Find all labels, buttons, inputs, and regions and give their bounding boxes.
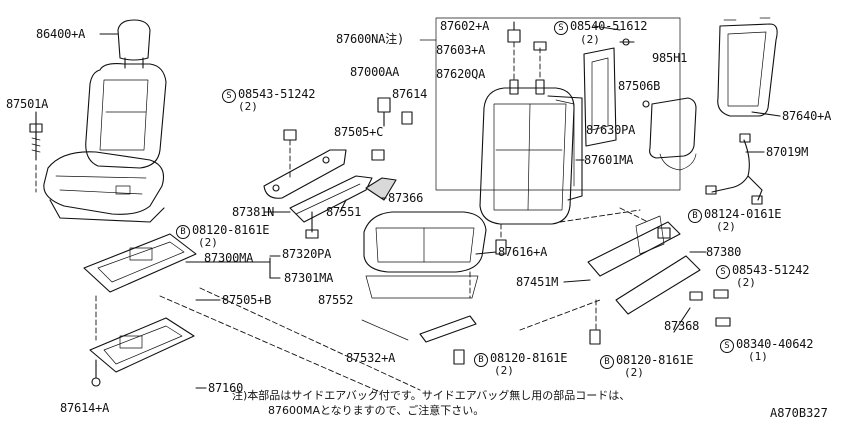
qty-08543a: (2) — [238, 100, 258, 113]
label-87019m: 87019M — [766, 145, 809, 159]
seat-slide-right-illustration — [587, 215, 703, 315]
label-08120a: 08120-8161E — [192, 223, 270, 237]
label-87505b: 87505+B — [222, 293, 272, 307]
footnote-line-2: 87600MAとなりますので、ご注意下さい。 — [268, 404, 485, 417]
b-marker-08120b: B — [474, 353, 488, 367]
label-87551: 87551 — [326, 205, 362, 219]
cover-87366-icon — [365, 177, 397, 201]
s-marker-08540: S — [554, 21, 568, 35]
footnote-line-1: 注)本部品はサイドエアバッグ付です。サイドエアバッグ無し用の部品コードは、 — [232, 389, 631, 402]
label-08543b: 08543-51242 — [732, 263, 810, 277]
assembly-dashed-lines — [95, 207, 649, 393]
back-panel-illustration — [717, 17, 778, 117]
label-87160: 87160 — [208, 381, 244, 395]
qty-08120a: (2) — [198, 236, 218, 249]
label-87614: 87614 — [392, 87, 428, 101]
diagram-code: A870B327 — [770, 406, 828, 420]
label-86400a: 86400+A — [36, 27, 86, 41]
label-87301ma: 87301MA — [284, 271, 334, 285]
label-87366: 87366 — [388, 191, 424, 205]
recliner-bracket-illustration — [263, 129, 385, 239]
screw-08543b-icon — [713, 289, 729, 299]
label-87320pa: 87320PA — [282, 247, 332, 261]
label-08120b: 08120-8161E — [490, 351, 568, 365]
s-marker-08543a: S — [222, 89, 236, 103]
label-87640a: 87640+A — [782, 109, 832, 123]
bolt-87614-icon — [377, 97, 413, 127]
airbag-module-illustration — [583, 38, 697, 171]
label-08120c: 08120-8161E — [616, 353, 694, 367]
qty-08120b: (2) — [494, 364, 514, 377]
qty-08124: (2) — [716, 220, 736, 233]
b-marker-08120a: B — [176, 225, 190, 239]
rail-cover-87532a-icon — [419, 315, 477, 343]
label-87552: 87552 — [318, 293, 354, 307]
bolt-08120c-icon — [589, 329, 601, 345]
label-87620qa: 87620QA — [436, 67, 486, 81]
label-87630pa: 87630PA — [586, 123, 636, 137]
bolt-08124-icon — [657, 227, 671, 239]
label-87501a: 87501A — [6, 97, 49, 111]
label-87603a: 87603+A — [436, 43, 486, 57]
screw-08340-icon — [715, 317, 731, 327]
label-87602a: 87602+A — [440, 19, 490, 33]
label-87616a: 87616+A — [498, 245, 548, 259]
seat-slide-left-illustration — [83, 233, 197, 387]
s-marker-08543b: S — [716, 265, 730, 279]
label-87380: 87380 — [706, 245, 742, 259]
label-08540: 08540-51612 — [570, 19, 648, 33]
label-08124: 08124-0161E — [704, 207, 782, 221]
label-87506b: 87506B — [618, 79, 661, 93]
qty-08543b: (2) — [736, 276, 756, 289]
label-87451m: 87451M — [516, 275, 559, 289]
label-87614a: 87614+A — [60, 401, 110, 415]
label-87368: 87368 — [664, 319, 700, 333]
leader-lines — [99, 25, 781, 389]
s-marker-08340: S — [720, 339, 734, 353]
seat-cushion-illustration — [363, 211, 487, 299]
label-87601ma: 87601MA — [584, 153, 634, 167]
bolt-08120b-icon — [453, 349, 465, 365]
qty-08340: (1) — [748, 350, 768, 363]
label-985h1: 985H1 — [652, 51, 688, 65]
qty-08120c: (2) — [624, 366, 644, 379]
assembly-box — [435, 17, 681, 191]
b-marker-08124: B — [688, 209, 702, 223]
label-87532a: 87532+A — [346, 351, 396, 365]
label-08340: 08340-40642 — [736, 337, 814, 351]
bolt-87501a-icon — [29, 123, 43, 161]
label-87600na: 87600NA注) — [336, 32, 405, 46]
seat-back-assembly-illustration — [479, 41, 583, 255]
guide-87602a-icon — [507, 21, 547, 51]
label-87381n: 87381N — [232, 205, 275, 219]
label-87505c: 87505+C — [334, 125, 384, 139]
wire-harness-illustration — [705, 133, 763, 205]
qty-08540: (2) — [580, 33, 600, 46]
label-08543a: 08543-51242 — [238, 87, 316, 101]
label-87000aa: 87000AA — [350, 65, 400, 79]
label-87300ma: 87300MA — [204, 251, 254, 265]
b-marker-08120c: B — [600, 355, 614, 369]
complete-seat-illustration — [35, 19, 167, 223]
